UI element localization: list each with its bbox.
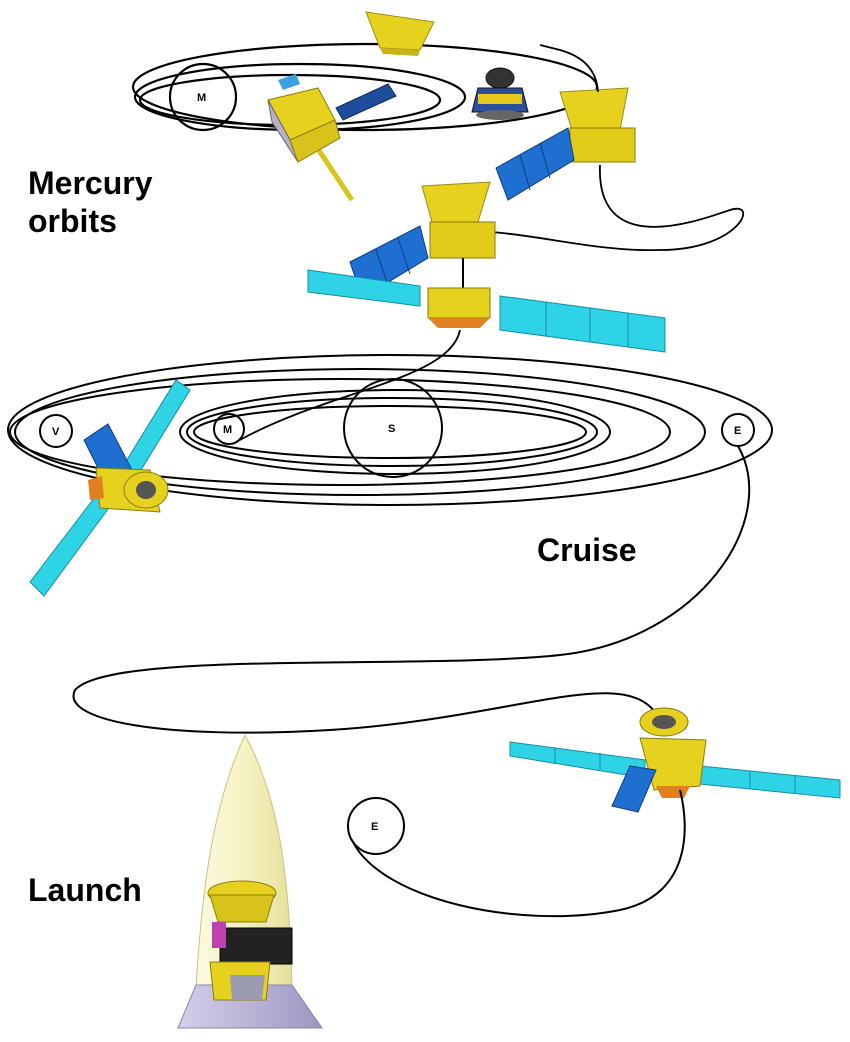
mercury-label-cruise: M — [223, 424, 232, 436]
earth-body-launch — [347, 797, 405, 855]
earth-cruise-spacecraft-icon — [509, 707, 841, 813]
mercury-body-top — [168, 62, 238, 132]
sun-label: S — [388, 423, 395, 435]
transfer-path-mid — [239, 329, 461, 441]
earth-label-launch: E — [371, 821, 378, 833]
cruise-orbit-4 — [179, 389, 611, 475]
transfer-path-upper — [489, 44, 745, 252]
phase-label-mercury-orbits-2: orbits — [28, 203, 117, 239]
cruise-path-lower — [72, 445, 751, 734]
sun-body — [343, 378, 443, 478]
phase-label-cruise: Cruise — [537, 532, 637, 568]
launch-departure-path — [351, 789, 686, 918]
cruise-orbit-1 — [7, 354, 773, 506]
mpo-spacecraft-icon — [267, 74, 397, 202]
cruise-orbit-3 — [9, 378, 671, 486]
mcs-stack-spacecraft-icon — [307, 181, 666, 353]
venus-label: V — [52, 426, 60, 438]
mercury-orbit-outer — [131, 42, 599, 132]
launcher-fairing-icon — [177, 733, 323, 1029]
sunshade-top-icon — [365, 11, 435, 56]
venus-cruise-spacecraft-icon — [29, 379, 191, 597]
phase-label-mercury-orbits-1: Mercury — [28, 165, 153, 201]
mmo-spacecraft-icon — [471, 67, 529, 120]
mercury-orbit-group — [131, 42, 599, 132]
cruise-orbit-2 — [14, 368, 706, 496]
earth-label-cruise: E — [734, 425, 741, 437]
venus-body — [39, 414, 73, 448]
cruise-orbit-6 — [193, 405, 587, 459]
cruise-orbit-5 — [186, 397, 598, 467]
phase-label-launch: Launch — [28, 872, 142, 908]
mcs-upper-spacecraft-icon — [495, 87, 636, 201]
mercury-body-cruise — [213, 413, 245, 445]
mercury-label-top: M — [197, 92, 206, 104]
